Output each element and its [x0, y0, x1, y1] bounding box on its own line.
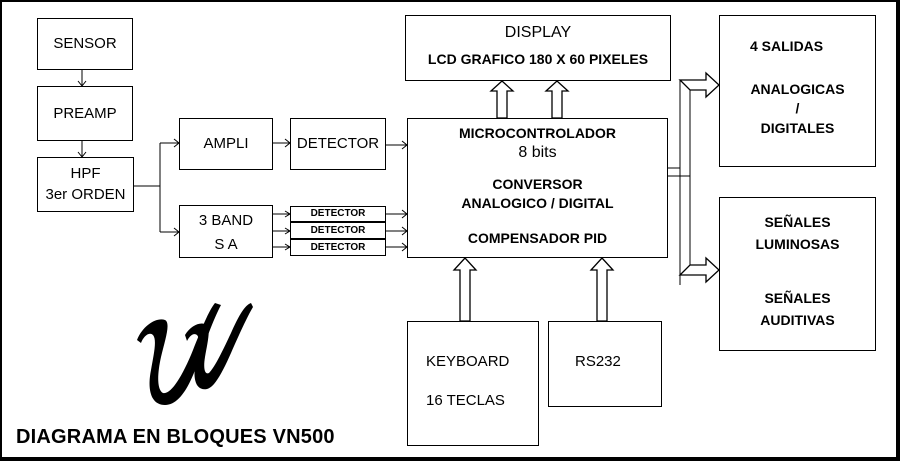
- display-subtitle: LCD GRAFICO 180 X 60 PIXELES: [427, 51, 649, 67]
- converter-type-label: ANALOGICO / DIGITAL: [461, 195, 614, 211]
- band-label: 3 BAND: [198, 212, 254, 229]
- small-detector-3-label: DETECTOR: [310, 242, 366, 253]
- signals-sound: SEÑALES: [764, 290, 831, 306]
- ampli-block: AMPLI: [179, 118, 273, 170]
- micro-title: MICROCONTROLADOR: [458, 125, 617, 141]
- outputs-digital: DIGITALES: [760, 120, 835, 136]
- vn-logo: [137, 303, 253, 405]
- band-sa-label: S A: [214, 236, 238, 253]
- display-title: DISPLAY: [504, 24, 572, 41]
- small-detector-1-label: DETECTOR: [310, 208, 366, 219]
- hpf-label: HPF: [70, 165, 101, 182]
- small-detector-1: DETECTOR: [290, 206, 386, 222]
- signals-block: SEÑALES LUMINOSAS SEÑALES AUDITIVAS: [719, 197, 876, 351]
- converter-label: CONVERSOR: [492, 176, 583, 192]
- band-block: 3 BAND S A: [179, 205, 273, 258]
- arrow-to-signals: [678, 256, 720, 284]
- signals-light: SEÑALES: [764, 214, 831, 230]
- outputs-count: 4 SALIDAS: [750, 38, 824, 54]
- sensor-label: SENSOR: [53, 35, 117, 52]
- sensor-block: SENSOR: [37, 18, 133, 70]
- rs232-block: RS232: [548, 321, 662, 407]
- keyboard-label: KEYBOARD: [426, 353, 510, 370]
- arrow-rs232-micro: [589, 257, 615, 322]
- outputs-slash: /: [795, 100, 800, 116]
- outputs-analog: ANALOGICAS: [750, 81, 845, 97]
- preamp-block: PREAMP: [37, 86, 133, 141]
- microcontroller-block: MICROCONTROLADOR 8 bits CONVERSOR ANALOG…: [407, 118, 668, 258]
- micro-bits: 8 bits: [518, 144, 557, 161]
- detector-block: DETECTOR: [290, 118, 386, 170]
- hpf-block: HPF 3er ORDEN: [37, 157, 134, 212]
- small-detector-2-label: DETECTOR: [310, 225, 366, 236]
- detector-label: DETECTOR: [296, 135, 380, 152]
- diagram-caption: DIAGRAMA EN BLOQUES VN500: [16, 426, 335, 448]
- ampli-label: AMPLI: [203, 135, 249, 152]
- keyboard-block: KEYBOARD 16 TECLAS: [407, 321, 539, 446]
- pid-label: COMPENSADOR PID: [467, 230, 608, 246]
- preamp-label: PREAMP: [53, 105, 117, 122]
- arrow-keyboard-micro: [452, 257, 478, 322]
- rs232-label: RS232: [575, 353, 621, 370]
- signals-sound-type: AUDITIVAS: [760, 312, 835, 328]
- hpf-order-label: 3er ORDEN: [45, 186, 126, 203]
- display-block: DISPLAY LCD GRAFICO 180 X 60 PIXELES: [405, 15, 671, 81]
- arrow-to-display-2: [544, 80, 570, 119]
- arrow-to-outputs: [678, 71, 720, 99]
- keyboard-keys-label: 16 TECLAS: [426, 392, 505, 409]
- small-detector-2: DETECTOR: [290, 222, 386, 239]
- outputs-block: 4 SALIDAS ANALOGICAS / DIGITALES: [719, 15, 876, 167]
- arrow-to-display-1: [489, 80, 515, 119]
- signals-light-type: LUMINOSAS: [755, 236, 840, 252]
- small-detector-3: DETECTOR: [290, 239, 386, 256]
